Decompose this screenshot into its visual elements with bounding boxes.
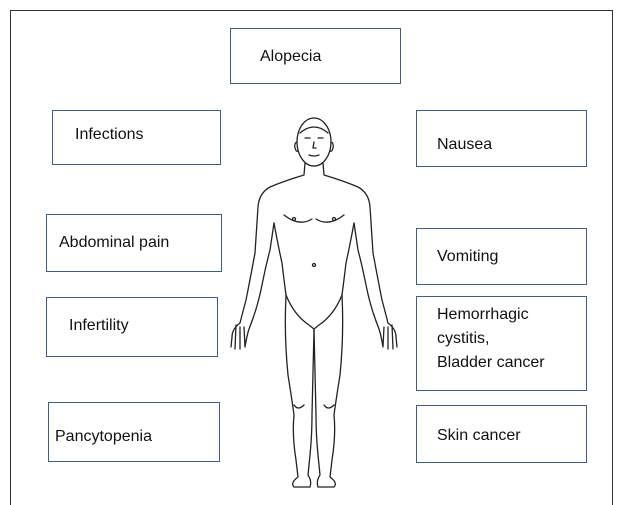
pancytopenia-box: Pancytopenia — [48, 402, 220, 462]
nausea-box: Nausea — [416, 110, 587, 167]
skin-cancer-label: Skin cancer — [437, 426, 521, 446]
skin-cancer-box: Skin cancer — [416, 405, 587, 463]
human-body-figure — [214, 115, 414, 493]
mouth — [309, 155, 319, 156]
vomiting-label: Vomiting — [437, 247, 498, 267]
torso-right — [342, 223, 354, 295]
left-nipple — [293, 218, 296, 221]
knees — [294, 405, 334, 408]
abdominal-pain-label: Abdominal pain — [59, 233, 169, 253]
left-arm-outer — [240, 163, 305, 323]
torso-left — [274, 223, 286, 295]
left-hand — [231, 321, 252, 349]
navel — [313, 264, 316, 267]
alopecia-label: Alopecia — [260, 47, 321, 67]
infertility-box: Infertility — [46, 297, 218, 357]
nose — [313, 142, 316, 148]
infections-box: Infections — [52, 110, 221, 165]
vomiting-box: Vomiting — [416, 228, 587, 285]
pelvis — [286, 295, 342, 329]
left-leg — [285, 295, 314, 487]
hemorrhagic-label-line1: Hemorrhagic — [437, 305, 529, 325]
left-arm-inner — [252, 223, 274, 321]
right-hand — [376, 321, 397, 349]
hemorrhagic-label-line2: cystitis, — [437, 329, 489, 349]
hair-line — [300, 127, 328, 133]
nausea-label: Nausea — [437, 135, 492, 155]
infections-label: Infections — [75, 125, 143, 145]
abdominal-pain-box: Abdominal pain — [46, 214, 222, 272]
right-leg — [314, 295, 343, 487]
right-nipple — [333, 218, 336, 221]
hemorrhagic-cystitis-box: Hemorrhagic cystitis, Bladder cancer — [416, 296, 587, 391]
hemorrhagic-label-line3: Bladder cancer — [437, 353, 545, 373]
right-arm-outer — [323, 163, 388, 323]
pancytopenia-label: Pancytopenia — [55, 427, 152, 447]
alopecia-box: Alopecia — [230, 28, 401, 84]
infertility-label: Infertility — [69, 316, 129, 336]
right-arm-inner — [354, 223, 376, 321]
